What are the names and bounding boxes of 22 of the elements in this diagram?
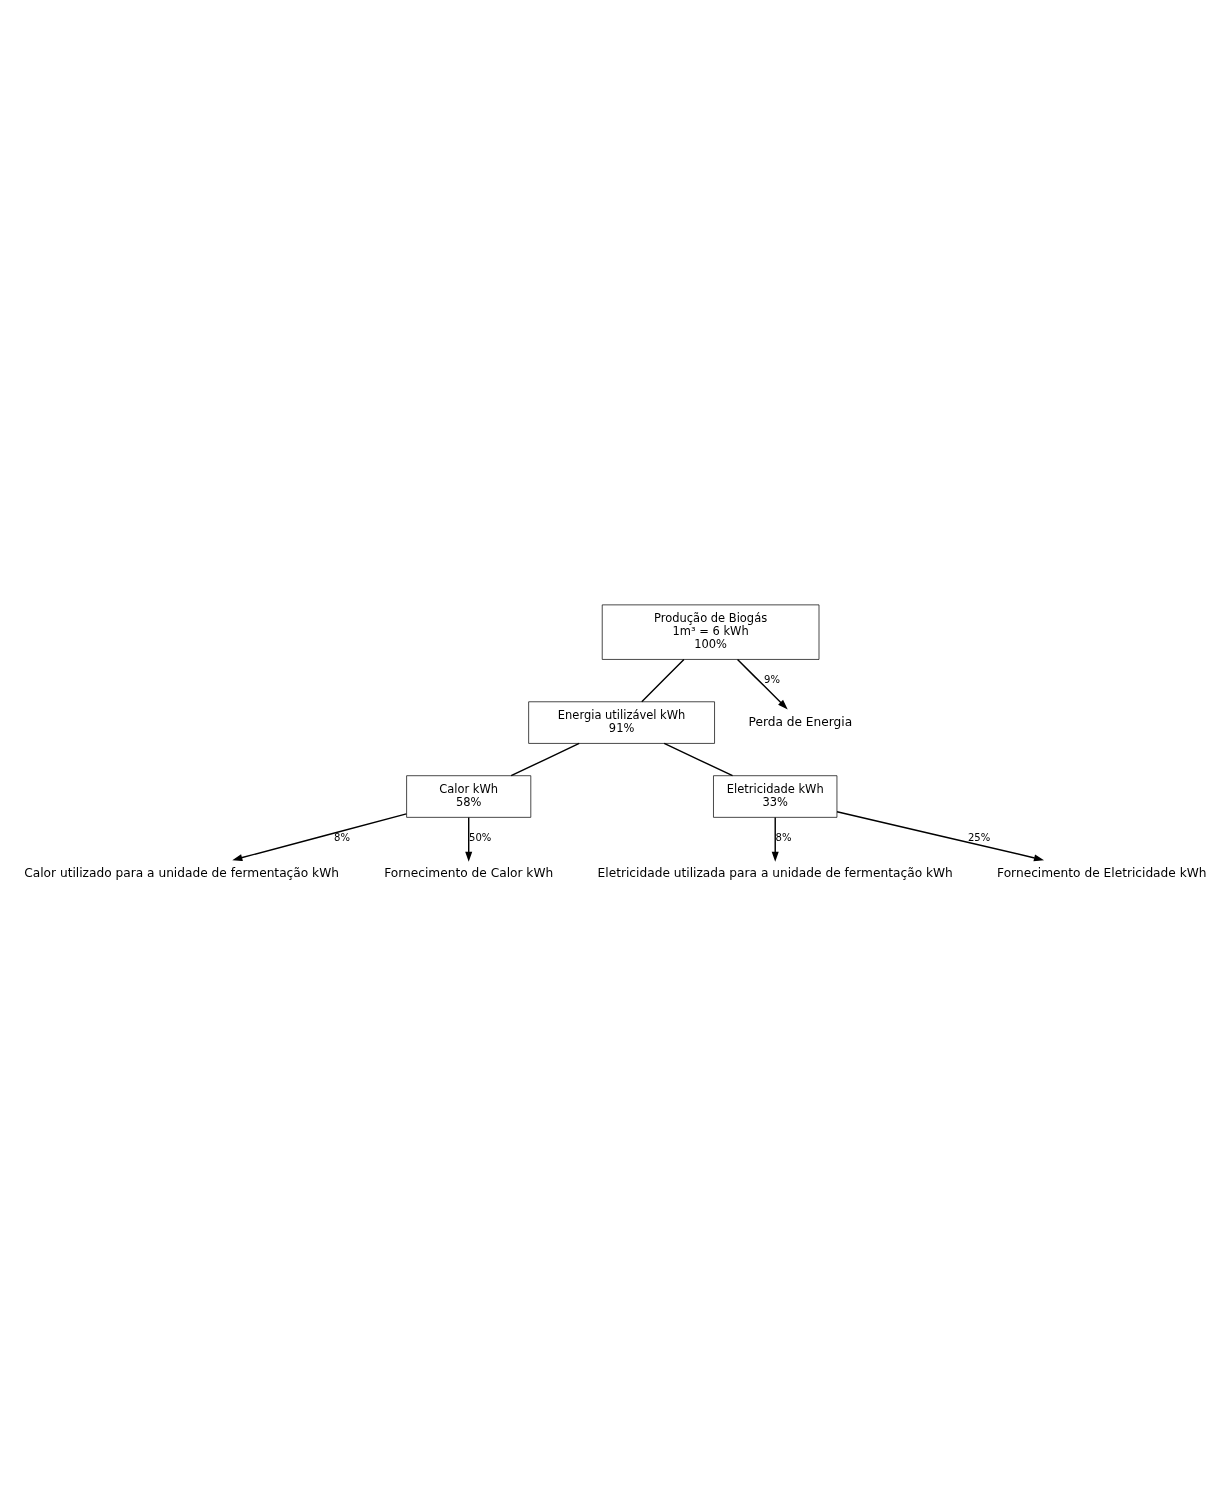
arrow (736, 658, 788, 710)
arrow (465, 816, 473, 862)
node-text: Fornecimento de Calor kWh (384, 866, 554, 881)
node-box: Calor kWh 58% (406, 775, 532, 818)
node-text: Eletricidade utilizada para a unidade de fermentação kWh (597, 866, 953, 881)
node-text: Fornecimento de Eletricidade kWh (997, 866, 1207, 881)
node-text: Perda de Energia (748, 714, 853, 729)
connector (641, 658, 685, 703)
connector (510, 742, 580, 777)
arrow (836, 811, 1045, 862)
node-box: Energia utilizável kWh 91% (528, 701, 715, 744)
arrow (771, 816, 779, 862)
connector (663, 742, 734, 777)
node-text: Calor utilizado para a unidade de fermentação kWh (24, 866, 339, 881)
edge-label: 9% (764, 674, 780, 686)
arrow (232, 813, 408, 861)
node-box: Produção de Biogás 1m³ = 6 kWh 100% (601, 604, 820, 660)
edge-label: 50% (469, 832, 492, 844)
node-box: Eletricidade kWh 33% (713, 775, 838, 818)
edge-label: 8% (775, 832, 792, 844)
edge-label: 25% (967, 832, 991, 844)
edge-label: 8% (334, 832, 350, 844)
